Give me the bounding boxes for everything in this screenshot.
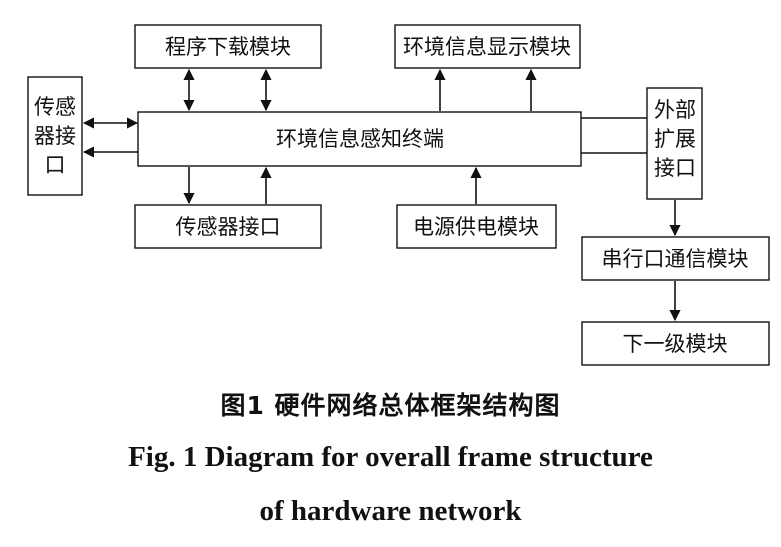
serial-comm-label: 串行口通信模块 [602,247,749,271]
next-level-node: 下一级模块 [581,321,770,366]
sensor-interface-left-node: 传感 器接 口 [27,76,83,196]
ext-interface-node: 外部 扩展 接口 [646,87,703,200]
figure-caption-en-line-1: Fig. 1 Diagram for overall frame structu… [128,441,653,473]
next-level-label: 下一级模块 [623,332,728,356]
sensor-left-line-2: 器接 [34,124,76,148]
serial-comm-node: 串行口通信模块 [581,236,770,281]
program-download-label: 程序下载模块 [165,35,291,59]
terminal-label: 环境信息感知终端 [276,127,444,151]
program-download-node: 程序下载模块 [134,24,322,69]
ext-line-1: 外部 [654,98,696,122]
power-supply-node: 电源供电模块 [396,204,557,249]
ext-line-3: 接口 [654,156,696,180]
power-supply-label: 电源供电模块 [413,215,539,239]
figure-caption-zh: 图1 硬件网络总体框架结构图 [220,391,561,420]
env-display-label: 环境信息显示模块 [403,35,571,59]
sensor-left-line-3: 口 [45,153,66,177]
sensor-interface-bottom-node: 传感器接口 [134,204,322,249]
ext-line-2: 扩展 [654,127,696,151]
figure-caption-en-line-2: of hardware network [259,495,522,527]
terminal-node: 环境信息感知终端 [137,111,582,167]
sensor-bottom-label: 传感器接口 [176,215,281,239]
env-display-node: 环境信息显示模块 [394,24,581,69]
sensor-left-line-1: 传感 [34,95,76,119]
